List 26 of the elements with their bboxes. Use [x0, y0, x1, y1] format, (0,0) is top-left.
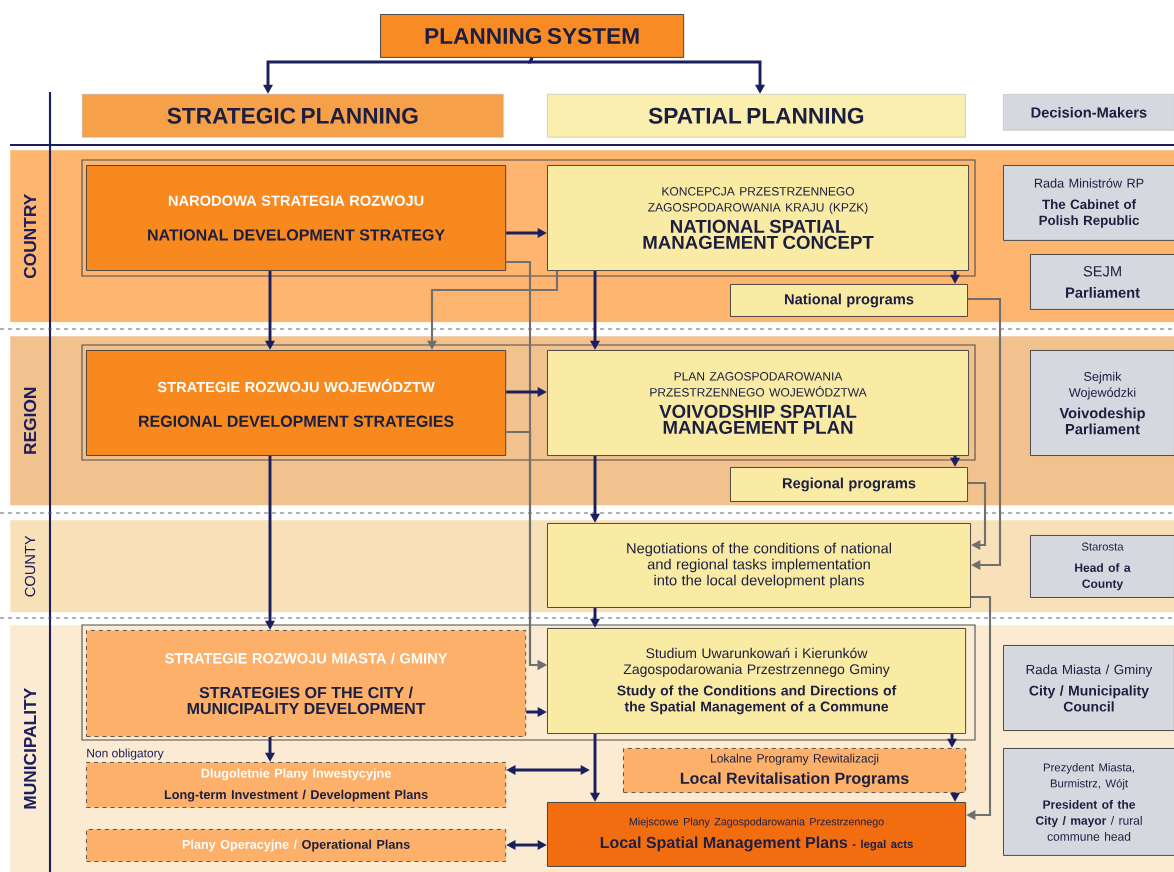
arrow [968, 481, 987, 550]
authority-box: Sejmik Wojewódzki Voivodeship Parliament [1030, 350, 1174, 456]
programs-box: Regional programs [730, 467, 968, 502]
authority-box: Starosta Head of a County [1030, 535, 1174, 598]
plan-box: KONCEPCJA PRZESTRZENNEGO ZAGOSPODAROWANIA KRAJU (KPZK) NATIONAL SPATIAL MANAGEMENT CONCEPT [547, 165, 969, 271]
arrow [968, 297, 1002, 570]
legal-plan-box: Miejscowe Plany Zagospodarowania Przestrzennego Local Spatial Management Plans - legal acts [547, 802, 967, 867]
strategy-box: STRATEGIE ROZWOJU WOJEWÓDZTW REGIONAL DEVELOPMENT STRATEGIES [86, 350, 507, 456]
authority-box: Rada Miasta / Gminy City / Municipality Council [1003, 645, 1174, 731]
authority-box: SEJM Parliament [1030, 254, 1174, 310]
authority-box: Rada Ministrów RP The Cabinet of Polish Republic [1003, 165, 1174, 241]
programs-box: National programs [730, 284, 968, 317]
plan-box: Studium Uwarunkowań i Kierunków Zagospodarowania Przestrzennego Gminy Study of the Conditions and Directions of the Spatial Management of a Commune [547, 628, 967, 734]
plan-box: Dlugoletnie Plany Inwestycyjne Long-term Investment / Development Plans [86, 762, 507, 808]
note: Non obligatory [87, 748, 164, 760]
negotiations-box: Negotiations of the conditions of national and regional tasks implementation into the local development plans [547, 523, 971, 608]
strategy-box: STRATEGIE ROZWOJU MIASTA / GMINY STRATEGIES OF THE CITY / MUNICIPALITY DEVELOPMENT [86, 630, 527, 737]
plan-box: PLAN ZAGOSPODAROWANIA PRZESTRZENNEGO WOJEWÓDZTWA VOIVODSHIP SPATIAL MANAGEMENT PLAN [547, 350, 969, 456]
column-header: Decision-Makers [1003, 94, 1174, 131]
plan-box: Plany Operacyjne / Operational Plans [86, 829, 507, 862]
column-header: STRATEGIC PLANNING [82, 94, 504, 138]
authority-box: Prezydent Miasta, Burmistrz, Wójt President of the City / mayor / rural commune head [1003, 748, 1174, 856]
title-box: PLANNING SYSTEM [380, 14, 685, 58]
column-header: SPATIAL PLANNING [547, 94, 966, 138]
strategy-box: NARODOWA STRATEGIA ROZWOJU NATIONAL DEVELOPMENT STRATEGY [86, 165, 507, 271]
programs-box: Lokalne Programy Rewitalizacji Local Revitalisation Programs [623, 748, 967, 793]
